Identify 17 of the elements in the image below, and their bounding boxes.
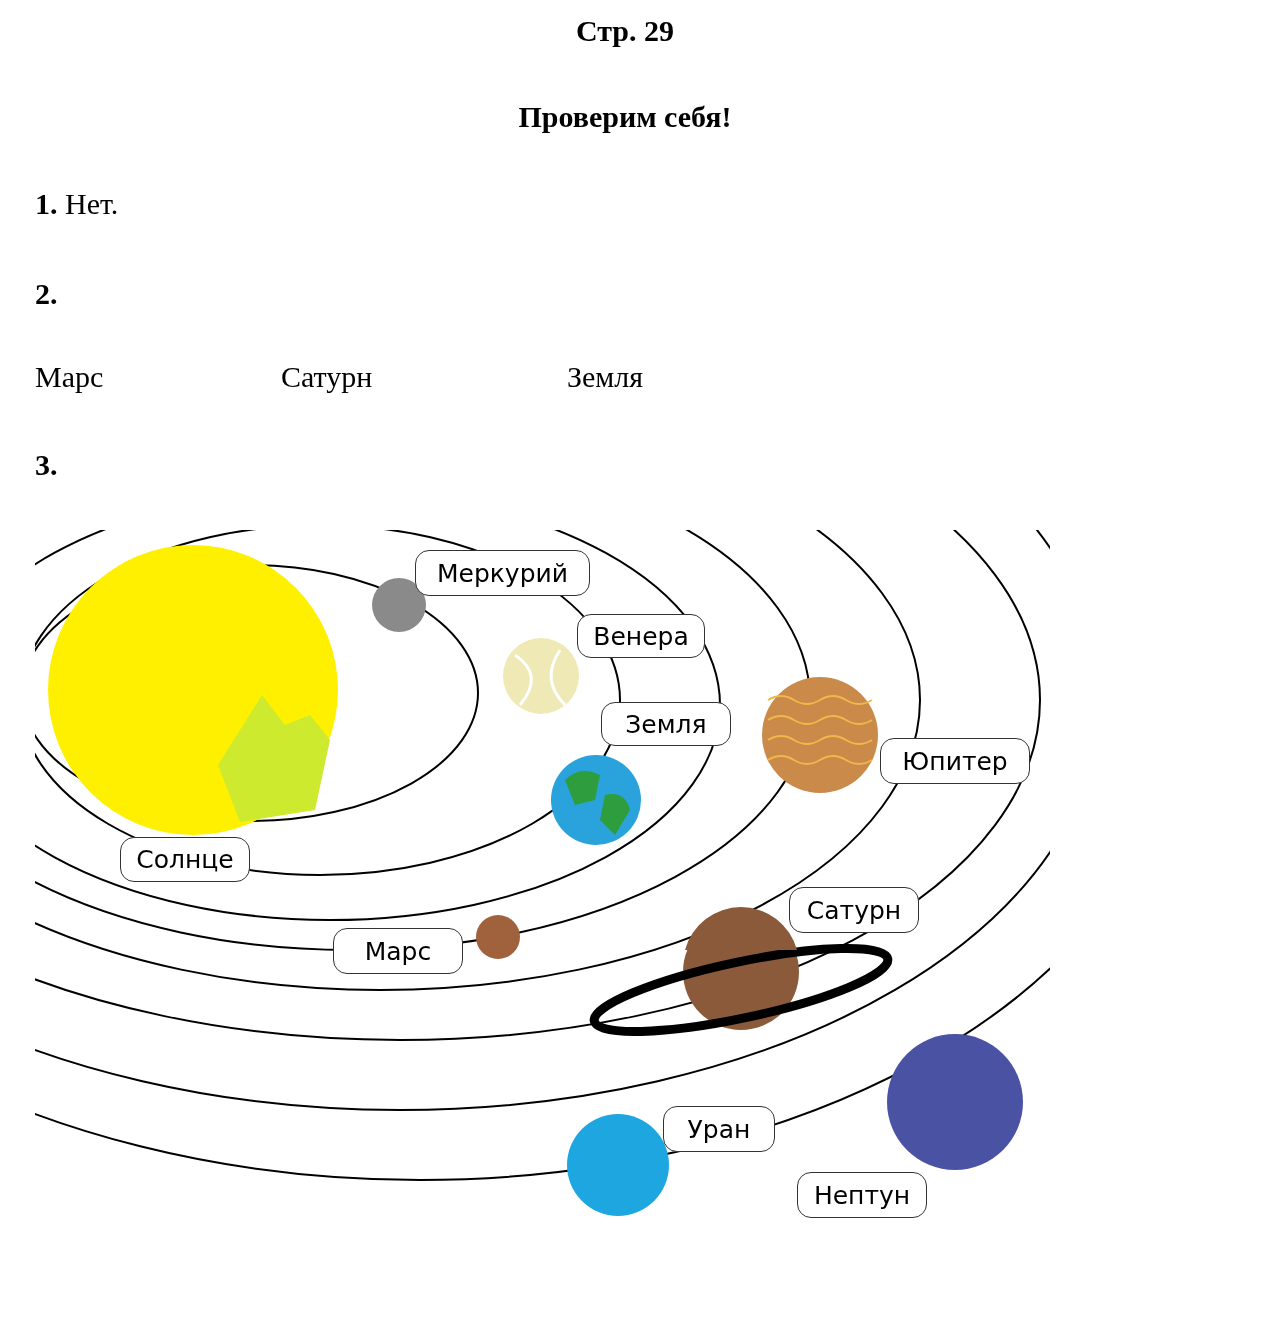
page-title: Стр. 29 xyxy=(574,14,676,48)
name-label: Сатурн xyxy=(789,887,919,933)
name-label: Солнце xyxy=(120,837,250,882)
answer-word: Земля xyxy=(567,360,644,394)
answer-word: Марс xyxy=(35,360,104,394)
answer-word: Сатурн xyxy=(281,360,373,394)
name-label: Марс xyxy=(333,928,463,974)
name-label: Уран xyxy=(663,1106,775,1152)
question-number: 2. xyxy=(35,277,58,311)
name-label: Венера xyxy=(577,614,705,658)
name-label: Меркурий xyxy=(415,550,590,596)
heading: Проверим себя! xyxy=(517,100,733,134)
answer-text: 1. Нет. xyxy=(35,187,119,221)
name-label: Земля xyxy=(601,702,731,746)
question-number: 3. xyxy=(35,448,58,482)
name-label: Нептун xyxy=(797,1172,927,1218)
name-label: Юпитер xyxy=(880,738,1030,784)
